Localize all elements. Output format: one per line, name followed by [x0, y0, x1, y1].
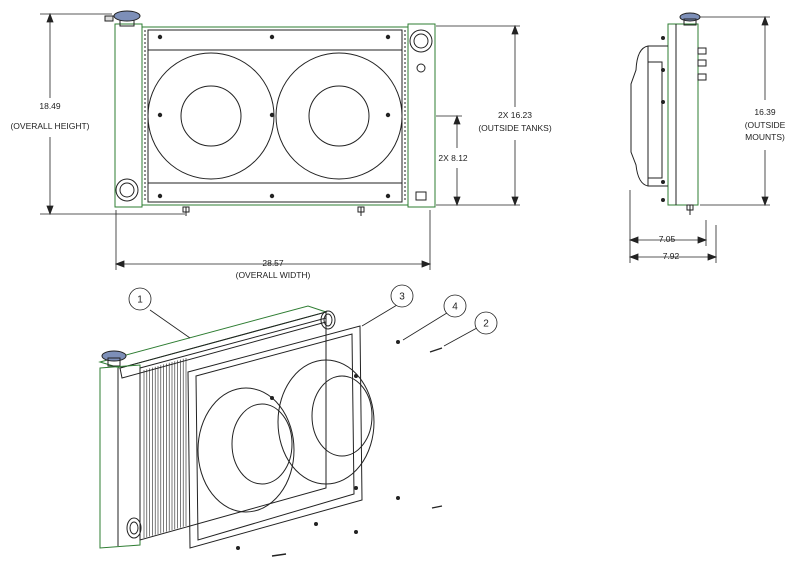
balloon-1-circle — [128, 287, 152, 311]
front-view-dimensions — [40, 12, 520, 270]
side-view-dimensions — [628, 15, 770, 263]
iso-core-fins — [143, 358, 187, 538]
iso-fasteners — [236, 340, 400, 550]
iso-core — [139, 317, 327, 541]
callout-balloons: 1 2 3 4 — [128, 284, 498, 335]
balloon-3-label: 3 — [399, 292, 405, 303]
iso-left-tank — [99, 364, 141, 549]
balloon-4-circle — [443, 294, 467, 318]
fan-left — [147, 52, 275, 180]
right-tank — [407, 23, 436, 208]
radiator-cap — [113, 10, 141, 22]
balloon-2-label: 2 — [483, 319, 489, 330]
iso-screws — [271, 347, 443, 557]
outside-tanks-value: 2X 16.23 — [498, 110, 532, 120]
outside-mounts-caption-1: (OUTSIDE — [745, 120, 786, 130]
radiator-core — [141, 26, 409, 206]
iso-fan-left — [197, 387, 295, 513]
side-radiator-cap — [679, 12, 701, 22]
iso-shroud — [187, 325, 363, 549]
depth-outer-value: 7.92 — [663, 251, 680, 261]
iso-fan-right — [277, 359, 375, 485]
iso-top-tank — [98, 305, 328, 369]
balloon-1-label: 1 — [137, 295, 143, 306]
depth-inner-value: 7.05 — [659, 234, 676, 244]
front-view-bolts — [157, 34, 391, 199]
overall-height-value: 18.49 — [39, 101, 61, 111]
side-radiator-body — [667, 23, 699, 206]
outside-mounts-value: 16.39 — [754, 107, 776, 117]
front-view — [104, 10, 436, 216]
balloon-4-label: 4 — [452, 302, 458, 313]
overall-height-caption: (OVERALL HEIGHT) — [10, 121, 89, 131]
outside-tanks-caption: (OUTSIDE TANKS) — [478, 123, 552, 133]
isometric-view — [98, 305, 375, 549]
tank-offset-value: 2X 8.12 — [438, 153, 468, 163]
overall-width-caption: (OVERALL WIDTH) — [236, 270, 311, 280]
balloon-3-circle — [390, 284, 414, 308]
side-view — [630, 12, 707, 215]
fan-right — [275, 52, 403, 180]
overall-width-value: 28.57 — [262, 258, 284, 268]
outside-mounts-caption-2: MOUNTS) — [745, 132, 785, 142]
side-fan-shroud — [630, 45, 668, 187]
balloon-2-circle — [474, 311, 498, 335]
side-view-bolts — [661, 36, 665, 202]
